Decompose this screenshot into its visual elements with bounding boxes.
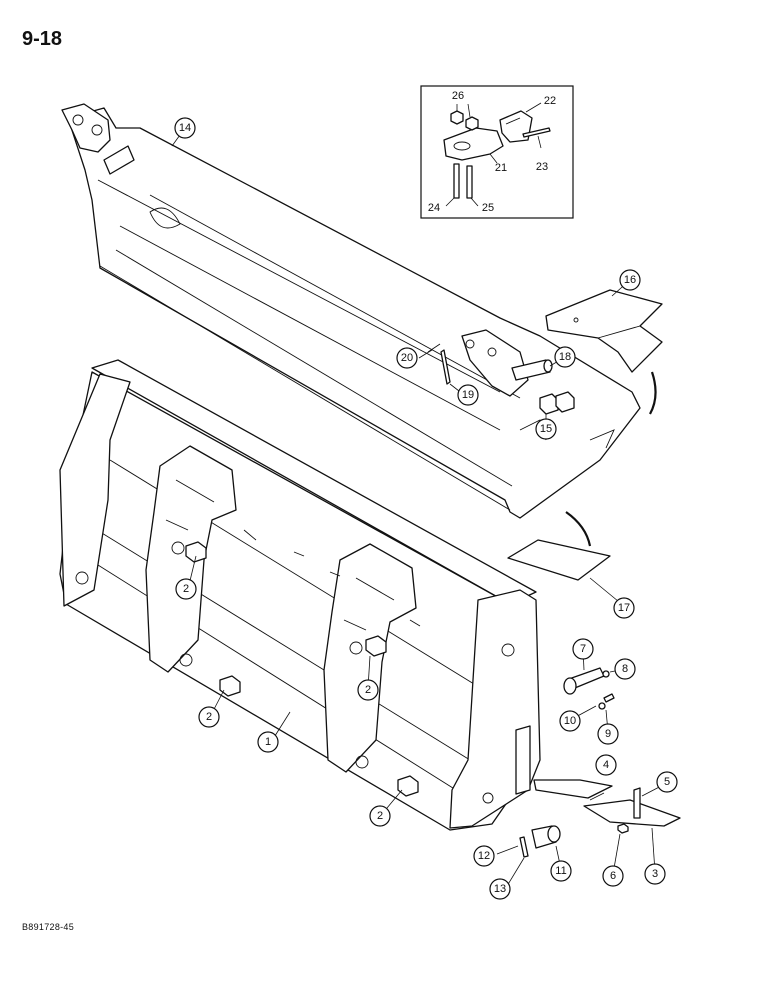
inset-label-22: 22 <box>544 95 556 107</box>
callout-2: 2 <box>369 805 391 827</box>
inset-labels: 21 22 23 24 25 26 <box>428 90 556 214</box>
hinge-hardware <box>427 343 575 415</box>
callout-17: 17 <box>613 597 635 619</box>
callout-12: 12 <box>473 845 495 867</box>
callout-label: 15 <box>540 423 552 435</box>
callout-label: 12 <box>478 850 490 862</box>
callout-label: 3 <box>652 868 658 880</box>
drawing-code: B891728-45 <box>22 922 75 932</box>
callout-label: 2 <box>206 711 212 723</box>
callout-label: 14 <box>179 122 191 134</box>
callout-1: 1 <box>257 731 279 753</box>
callout-label: 20 <box>401 352 413 364</box>
callout-label: 1 <box>265 736 271 748</box>
callout-label: 2 <box>365 684 371 696</box>
pin-hardware-lower <box>519 825 561 858</box>
callout-label: 6 <box>610 870 616 882</box>
callout-2: 2 <box>198 706 220 728</box>
callout-label: 2 <box>377 810 383 822</box>
callout-2: 2 <box>175 578 197 600</box>
callout-4: 4 <box>595 754 617 776</box>
callout-label: 8 <box>622 663 628 675</box>
callout-11: 11 <box>550 860 572 882</box>
callout-10: 10 <box>559 710 581 732</box>
callout-label: 9 <box>605 728 611 740</box>
callout-label: 11 <box>555 865 566 877</box>
callout-18: 18 <box>554 346 576 368</box>
page-number: 9-18 <box>22 28 63 50</box>
callout-label: 5 <box>664 776 670 788</box>
wear-strip-17 <box>507 511 611 581</box>
callout-9: 9 <box>597 723 619 745</box>
callout-20: 20 <box>396 347 418 369</box>
inset-label-26: 26 <box>452 90 464 102</box>
callout-label: 7 <box>580 643 586 655</box>
callout-14: 14 <box>174 117 196 139</box>
inset-label-25: 25 <box>482 202 494 214</box>
callout-8: 8 <box>614 658 636 680</box>
callout-5: 5 <box>656 771 678 793</box>
wear-strip-16 <box>545 289 663 415</box>
callout-label: 16 <box>624 274 636 286</box>
callout-6: 6 <box>602 865 624 887</box>
callout-16: 16 <box>619 269 641 291</box>
inset-label-21: 21 <box>495 162 507 174</box>
inset-detail <box>420 85 574 219</box>
callout-15: 15 <box>535 418 557 440</box>
inset-label-23: 23 <box>536 161 548 173</box>
callout-19: 19 <box>457 384 479 406</box>
callout-label: 4 <box>603 759 609 771</box>
callout-label: 19 <box>462 389 474 401</box>
callout-3: 3 <box>644 863 666 885</box>
callout-label: 17 <box>618 602 630 614</box>
callout-label: 2 <box>183 583 189 595</box>
callout-label: 13 <box>494 883 506 895</box>
callout-label: 10 <box>564 715 576 727</box>
pin-hardware <box>563 667 615 710</box>
callout-2: 2 <box>357 679 379 701</box>
upper-bucket-section <box>61 103 641 519</box>
callout-label: 18 <box>559 351 571 363</box>
inset-label-24: 24 <box>428 202 440 214</box>
cutting-edge-hardware <box>533 779 681 834</box>
callout-7: 7 <box>572 638 594 660</box>
callout-13: 13 <box>489 878 511 900</box>
